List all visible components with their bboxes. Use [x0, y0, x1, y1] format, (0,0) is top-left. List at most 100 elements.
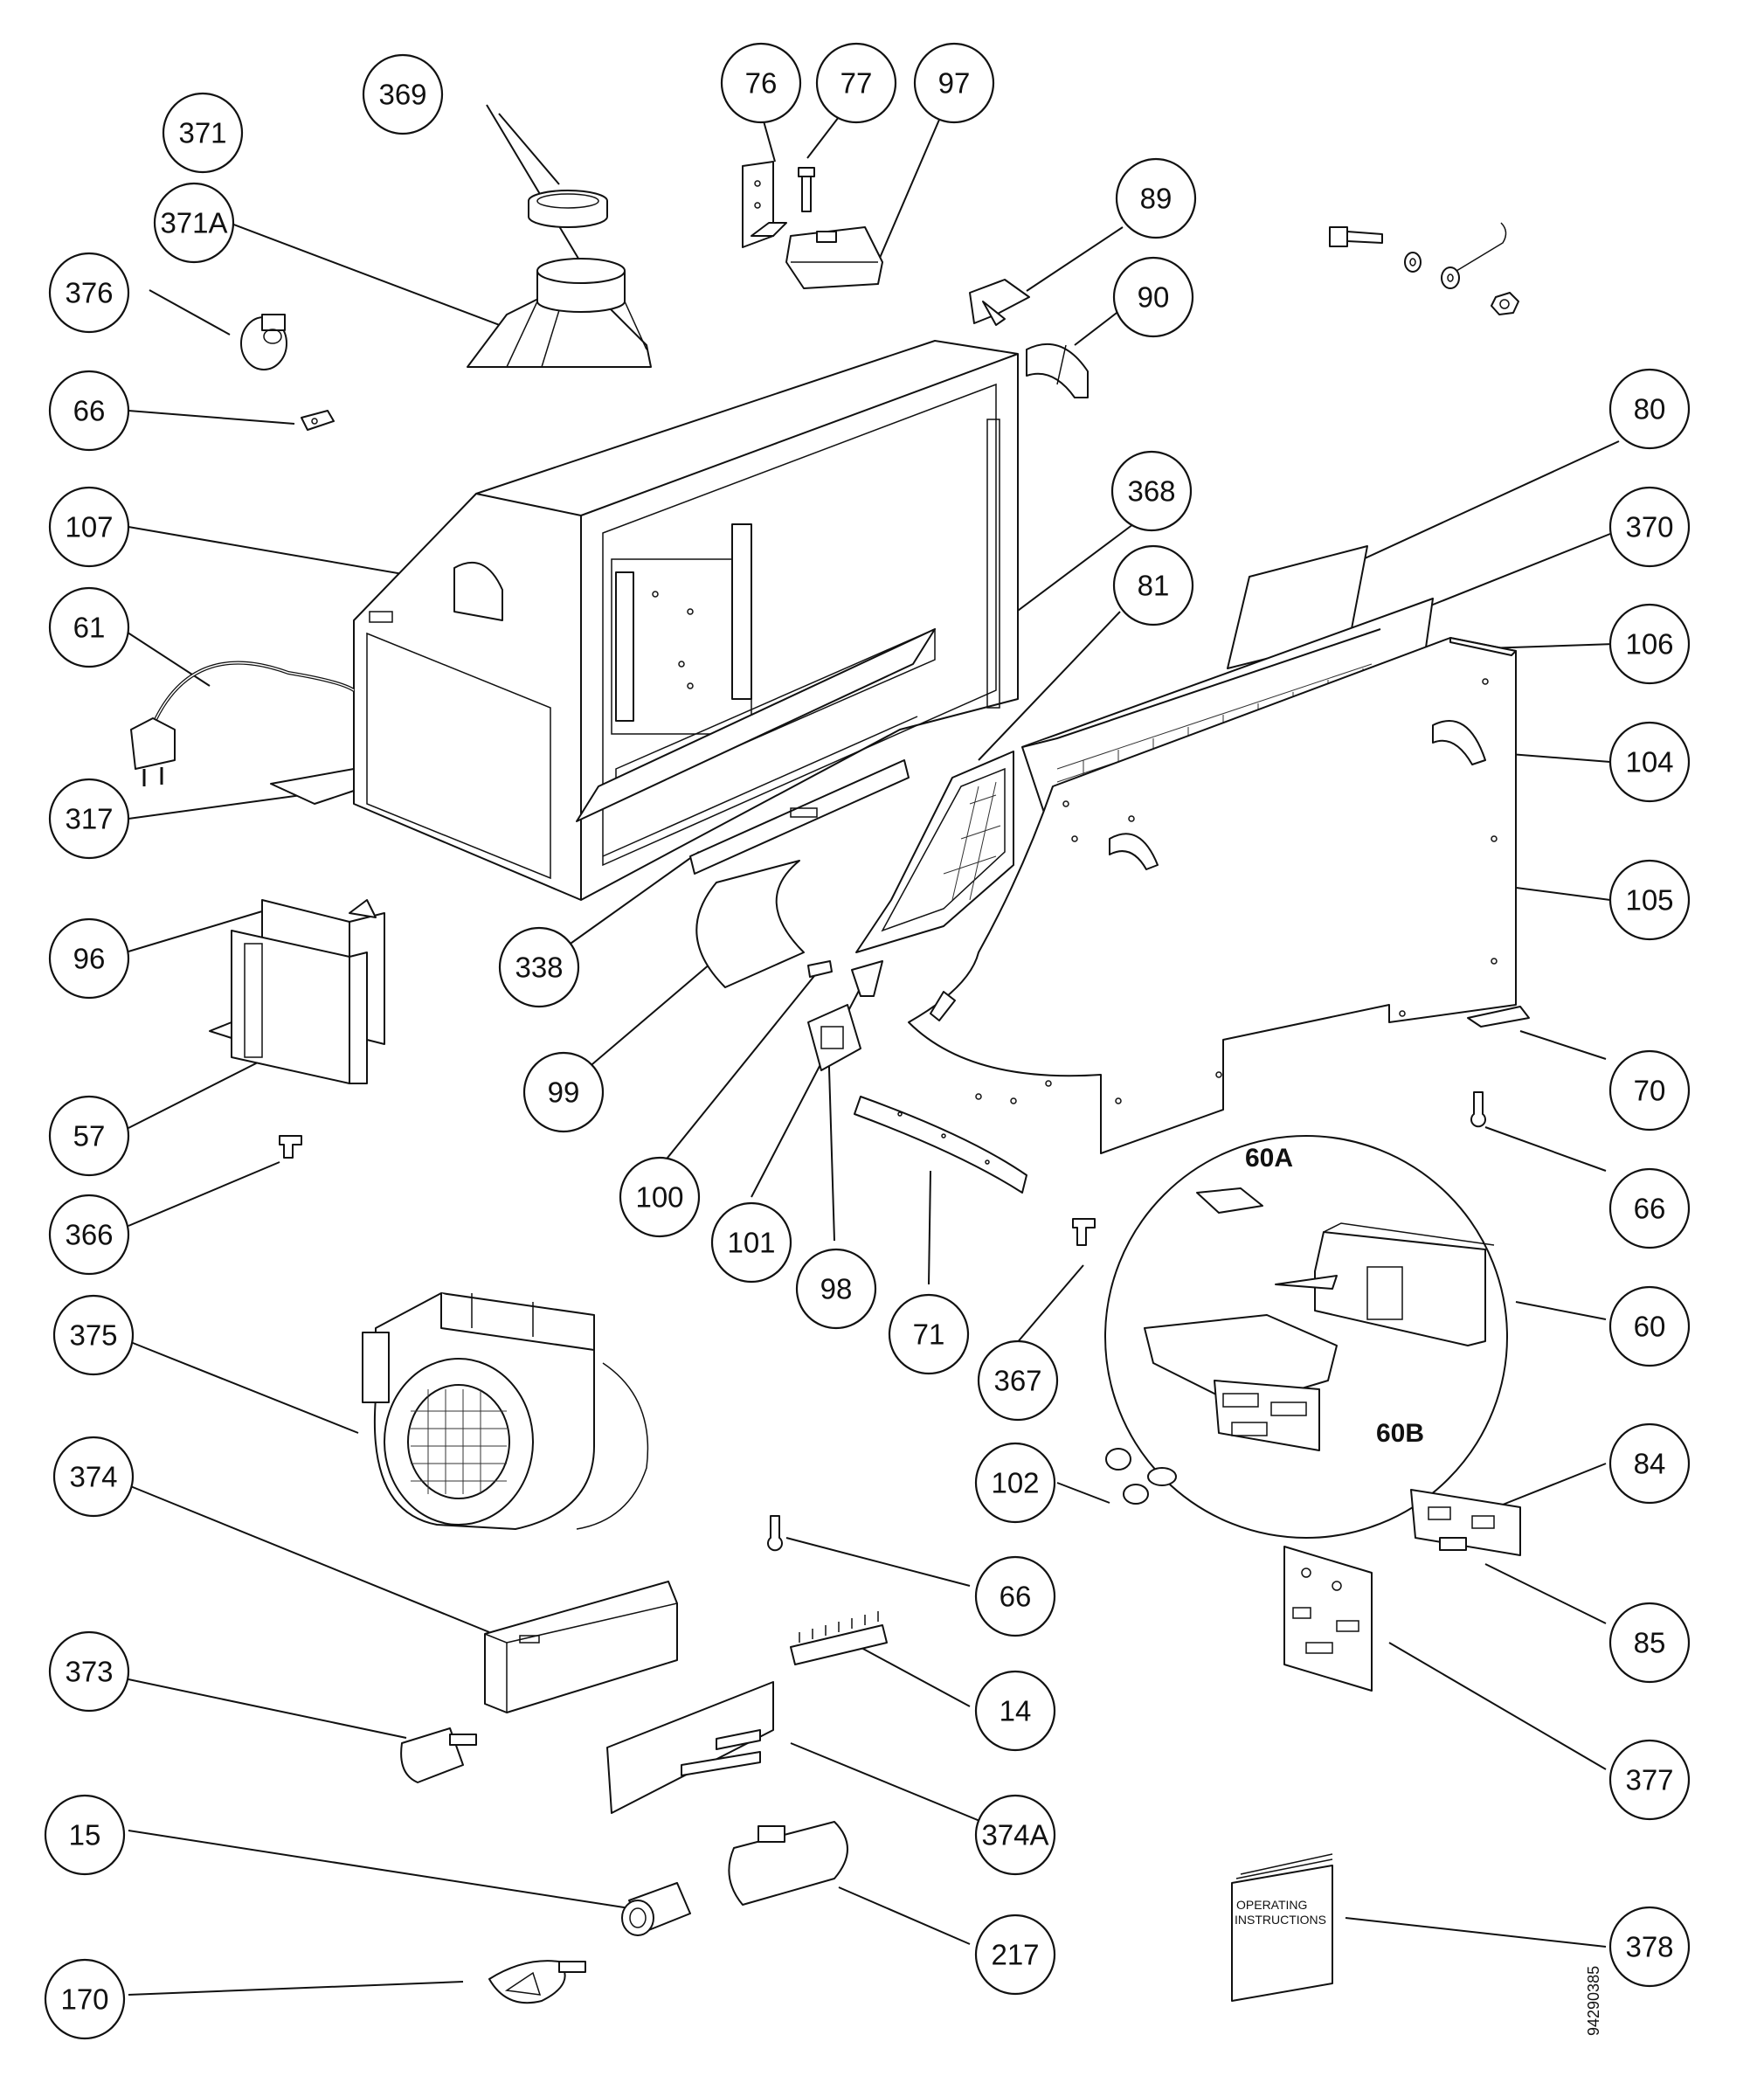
- part-clip-367: [1072, 1218, 1096, 1246]
- part-screw-77: [798, 167, 815, 212]
- callout-number: 81: [1138, 570, 1170, 602]
- callout-circle: [1112, 256, 1194, 338]
- callout-circle: [498, 926, 580, 1008]
- callout-number: 373: [65, 1656, 113, 1688]
- callout-number: 77: [840, 67, 873, 100]
- callout-circle: [1110, 450, 1193, 532]
- callout-number: 102: [991, 1467, 1039, 1499]
- part-hood-body: [353, 340, 1019, 901]
- callout-circle: [48, 917, 130, 1000]
- leader-lines: [119, 104, 1620, 1996]
- callout-circle: [48, 1630, 130, 1713]
- callout-number: 85: [1634, 1627, 1666, 1659]
- callout-number: 99: [548, 1076, 580, 1109]
- callout-number: 107: [65, 511, 113, 543]
- callout-number: 89: [1140, 183, 1173, 215]
- callout-374: 374: [52, 1436, 135, 1518]
- callout-circle: [710, 1201, 792, 1284]
- callout-circle: [1608, 603, 1691, 685]
- callout-338: 338: [498, 926, 580, 1008]
- callout-circle: [619, 1156, 701, 1238]
- callout-circle: [974, 1914, 1056, 1996]
- part-plate-374A: [606, 1681, 774, 1814]
- callout-circle: [1608, 486, 1691, 568]
- callout-61: 61: [48, 586, 130, 668]
- callout-375: 375: [52, 1294, 135, 1376]
- callout-number: 366: [65, 1219, 113, 1251]
- callout-374A: 374A: [974, 1794, 1056, 1876]
- callout-371A: 371A: [153, 182, 235, 264]
- callout-66-right: 66: [1608, 1167, 1691, 1249]
- callout-107: 107: [48, 486, 130, 568]
- callout-60: 60: [1608, 1285, 1691, 1367]
- part-deflector-99: [695, 860, 805, 988]
- callout-number: 66: [1634, 1193, 1666, 1225]
- callout-circle: [48, 486, 130, 568]
- callout-number: 369: [378, 79, 426, 111]
- callout-circle: [815, 42, 897, 124]
- booklet-title-line1: OPERATING: [1236, 1898, 1307, 1912]
- callout-circle: [1608, 859, 1691, 941]
- callout-77: 77: [815, 42, 897, 124]
- callout-circle: [1608, 1906, 1691, 1988]
- part-hardware-set: [1329, 222, 1519, 315]
- callout-number: 66: [73, 395, 106, 427]
- label-60B: 60B: [1376, 1419, 1424, 1448]
- callout-circle: [795, 1248, 877, 1330]
- callout-66-top: 66: [48, 370, 130, 452]
- callout-85: 85: [1608, 1602, 1691, 1684]
- part-filter-frame-368: [576, 628, 936, 822]
- callout-368: 368: [1110, 450, 1193, 532]
- callout-circle: [974, 1442, 1056, 1524]
- label-60A: 60A: [1245, 1144, 1293, 1173]
- callout-number: 367: [993, 1365, 1041, 1397]
- callout-102: 102: [974, 1442, 1056, 1524]
- callout-circle: [52, 1436, 135, 1518]
- callout-circle: [1608, 721, 1691, 803]
- part-plate-317: [270, 768, 355, 805]
- document-number: 94290385: [1585, 1966, 1602, 2036]
- callout-106: 106: [1608, 603, 1691, 685]
- callouts: 369 371 371A 376 66 107 61 317 96 57 366…: [44, 42, 1691, 2040]
- callout-number: 217: [991, 1939, 1039, 1971]
- callout-number: 71: [913, 1318, 945, 1351]
- callout-circle: [44, 1958, 126, 2040]
- callout-number: 60: [1634, 1311, 1666, 1343]
- callout-number: 375: [69, 1319, 117, 1352]
- callout-circle: [362, 53, 444, 135]
- callout-15: 15: [44, 1794, 126, 1876]
- callout-circle: [522, 1051, 605, 1133]
- part-terminal-block-14: [790, 1611, 888, 1665]
- part-switch-module-374: [484, 1581, 678, 1713]
- callout-circle: [977, 1339, 1059, 1422]
- callout-number: 84: [1634, 1448, 1666, 1480]
- callout-101: 101: [710, 1201, 792, 1284]
- callout-circle: [48, 370, 130, 452]
- part-lamp-170: [488, 1960, 586, 2004]
- callout-number: 371: [178, 117, 226, 149]
- part-circuit-board-377: [1283, 1546, 1373, 1692]
- callout-377: 377: [1608, 1739, 1691, 1821]
- callout-217: 217: [974, 1914, 1056, 1996]
- part-power-cord-61: [130, 661, 356, 786]
- part-bracket-76: [742, 161, 787, 248]
- callout-number: 376: [65, 277, 113, 309]
- part-front-panel: [908, 637, 1530, 1154]
- part-transformer-217: [728, 1821, 848, 1906]
- callout-number: 105: [1625, 884, 1673, 917]
- callout-number: 374A: [981, 1819, 1048, 1851]
- callout-70: 70: [1608, 1049, 1691, 1132]
- callout-number: 106: [1625, 628, 1673, 661]
- callout-number: 170: [60, 1983, 108, 2016]
- callout-number: 101: [727, 1227, 775, 1259]
- callout-367: 367: [977, 1339, 1059, 1422]
- callout-376: 376: [48, 252, 130, 334]
- booklet-title-line2: INSTRUCTIONS: [1235, 1913, 1326, 1927]
- callout-circle: [48, 778, 130, 860]
- callout-number: 100: [635, 1181, 683, 1214]
- callout-105: 105: [1608, 859, 1691, 941]
- callout-71: 71: [888, 1293, 970, 1375]
- callout-number: 96: [73, 943, 106, 975]
- part-clip-101: [851, 960, 883, 997]
